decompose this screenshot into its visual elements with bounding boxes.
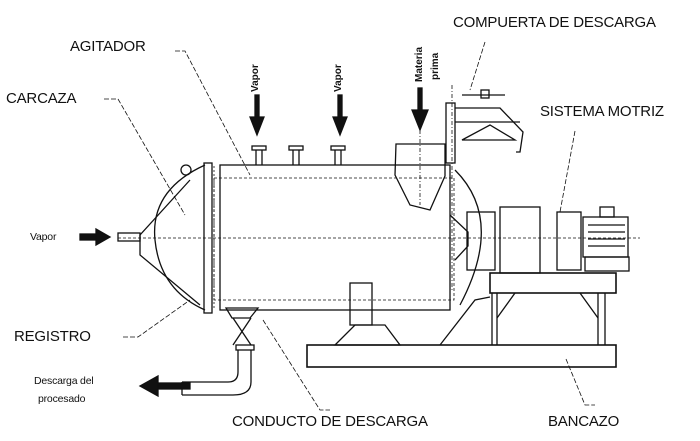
label-vapor-top-2: Vapor [333,64,344,92]
base-frame [306,272,617,368]
label-carcaza: CARCAZA [6,90,77,107]
label-bancazo: BANCAZO [548,413,620,430]
label-vapor-left: Vapor [30,231,57,243]
discharge-gate [445,89,524,164]
left-dome [153,164,206,311]
label-conducto: CONDUCTO DE DESCARGA [232,413,428,430]
label-procesado: procesado [38,393,86,405]
lifting-lug [180,164,192,176]
label-agitador: AGITADOR [70,38,146,55]
main-drum [219,164,451,311]
flange [203,162,213,314]
label-compuerta: COMPUERTA DE DESCARGA [453,14,656,31]
label-materia: Materia [414,46,425,82]
feed-hopper [394,143,446,211]
left-cone [139,179,201,306]
discharge-conduit [181,307,260,396]
right-dome [454,169,482,306]
drum-inner [213,177,455,301]
leader-lines [104,41,595,411]
discharge-arrow [138,374,191,398]
steam-arrow-left [79,227,112,247]
right-cone [449,214,469,261]
steam-arrows-top [249,87,429,137]
steam-inlet-left [117,232,141,242]
label-prima: prima [430,52,441,80]
label-sistema-motriz: SISTEMA MOTRIZ [540,103,664,120]
label-registro: REGISTRO [14,328,91,345]
label-descarga: Descarga del [34,375,94,387]
label-vapor-top-1: Vapor [250,64,261,92]
drive-system [466,206,630,274]
steam-nozzles [251,145,346,165]
